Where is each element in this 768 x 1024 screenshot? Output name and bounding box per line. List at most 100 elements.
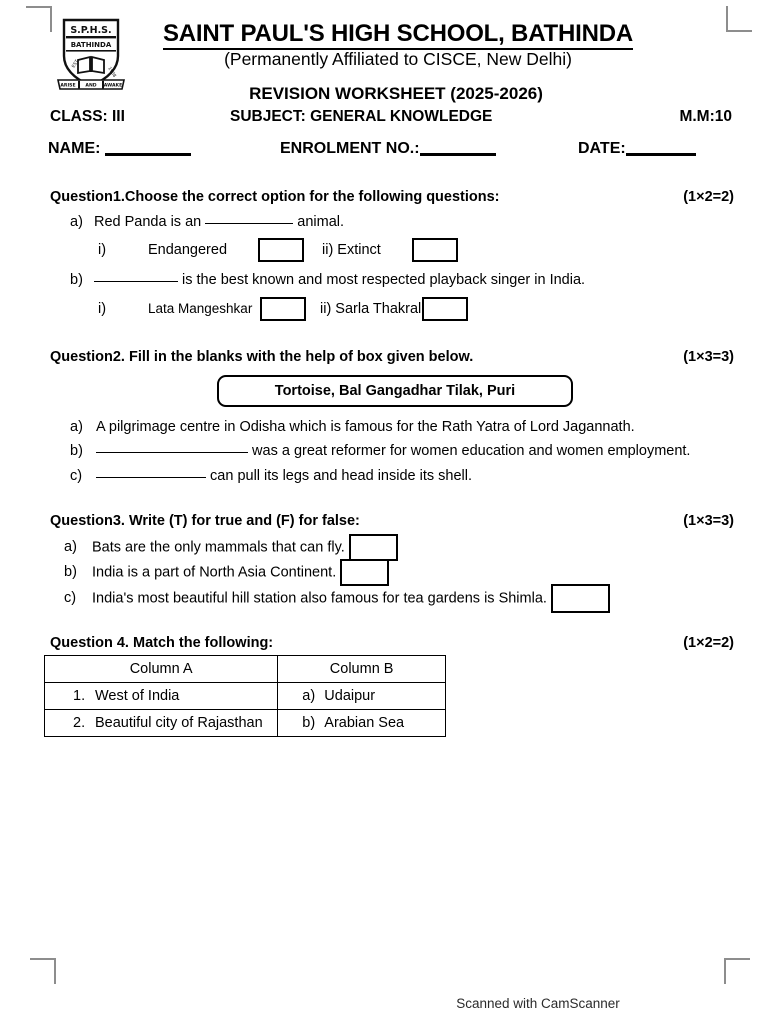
question-2-part-a-text: A pilgrimage centre in Odisha which is f… xyxy=(96,419,635,435)
question-1-option-ii-label: ii) Extinct xyxy=(322,241,381,258)
svg-text:1908: 1908 xyxy=(106,66,117,79)
question-1-option-i-label: Endangered xyxy=(148,241,228,258)
school-name-text: SAINT PAUL'S HIGH SCHOOL, BATHINDA xyxy=(162,20,633,50)
question-2-part-b-blank[interactable] xyxy=(96,452,248,453)
class-label: CLASS: III xyxy=(50,108,125,125)
name-field-label: NAME: xyxy=(48,140,101,157)
column-b-cell-2-tag: b) xyxy=(302,715,316,731)
question-1-option-i-tag: i) xyxy=(98,241,107,258)
svg-text:S.P.H.S.: S.P.H.S. xyxy=(70,25,111,36)
enrolment-field-blank[interactable] xyxy=(419,153,496,156)
svg-text:AWAKE: AWAKE xyxy=(104,82,122,88)
question-2-part-b: b) was a great reformer for women educat… xyxy=(70,443,690,459)
question-3-part-a: a) Bats are the only mammals that can fly… xyxy=(64,534,398,561)
date-field[interactable]: DATE: xyxy=(578,140,696,158)
subject-label: SUBJECT: GENERAL KNOWLEDGE xyxy=(230,108,493,125)
student-fields-row: NAME: ENROLMENT NO.: DATE: xyxy=(48,140,732,164)
enrolment-field-label: ENROLMENT NO.: xyxy=(280,140,420,157)
svg-text:ARISE: ARISE xyxy=(60,82,75,88)
column-b-cell-1-text: Udaipur xyxy=(324,688,376,704)
scan-corner-mark-top-right xyxy=(726,6,752,32)
question-2-part-c-blank[interactable] xyxy=(96,477,206,478)
svg-text:AND: AND xyxy=(85,82,96,88)
question-1-heading: Question1.Choose the correct option for … xyxy=(50,189,500,205)
name-field-blank[interactable] xyxy=(104,153,191,156)
question-1-part-b-options: i) Lata Mangeshkar ii) Sarla Thakral xyxy=(98,297,468,321)
question-1-part-a-blank[interactable] xyxy=(205,223,294,224)
question-3-part-a-text: Bats are the only mammals that can fly. xyxy=(92,539,345,556)
camscanner-watermark: Scanned with CamScanner xyxy=(456,996,620,1011)
school-name-heading: SAINT PAUL'S HIGH SCHOOL, BATHINDA xyxy=(0,20,768,50)
question-2-part-c: c) can pull its legs and head inside its… xyxy=(70,468,472,484)
scan-corner-mark-bottom-left xyxy=(30,958,56,984)
svg-text:EST.: EST. xyxy=(71,58,81,69)
date-field-blank[interactable] xyxy=(625,153,696,156)
table-row: 2. Beautiful city of Rajasthan b) Arabian … xyxy=(43,709,446,737)
name-field[interactable]: NAME: xyxy=(48,140,191,158)
question-2-part-c-text: can pull its legs and head inside its sh… xyxy=(210,468,472,484)
question-1-option-i-checkbox[interactable] xyxy=(258,238,304,262)
question-1-part-b-tag: b) xyxy=(70,272,83,288)
question-3-part-a-tag: a) xyxy=(64,539,77,556)
question-1-part-a-text-before: Red Panda is an xyxy=(94,214,202,230)
question-1-option-ii-checkbox[interactable] xyxy=(412,238,458,262)
column-b-cell-1-tag: a) xyxy=(302,688,316,704)
question-3-heading: Question3. Write (T) for true and (F) fo… xyxy=(50,513,360,529)
question-3-part-c-text: India's most beautiful hill station also… xyxy=(92,590,547,607)
column-a-cell-1: 1. West of India xyxy=(43,682,279,710)
question-1-part-b-option-ii-label: ii) Sarla Thakral xyxy=(320,300,422,317)
question-2-part-a: a) A pilgrimage centre in Odisha which is… xyxy=(70,419,635,435)
question-3-marks: (1×3=3) xyxy=(683,513,734,529)
column-b-cell-2-text: Arabian Sea xyxy=(324,715,405,731)
question-3-part-b-tag: b) xyxy=(64,564,77,581)
question-1-part-a-options: i) Endangered ii) Extinct xyxy=(98,238,458,262)
school-crest-logo: S.P.H.S. BATHINDA EST. 1908 ARISE AND AW… xyxy=(52,16,130,92)
question-1-part-a-text-after: animal. xyxy=(297,214,345,230)
match-the-following-table: Column A Column B 1. West of India a) Udai… xyxy=(43,655,446,737)
column-a-cell-2-text: Beautiful city of Rajasthan xyxy=(95,715,263,731)
scan-corner-mark-top-left xyxy=(26,6,52,32)
column-b-header: Column B xyxy=(277,655,446,683)
question-3-part-b: b) India is a part of North Asia Continen… xyxy=(64,559,390,586)
question-1-part-b-option-ii-checkbox[interactable] xyxy=(422,297,468,321)
question-1-part-b-option-i-checkbox[interactable] xyxy=(260,297,306,321)
column-a-cell-2-number: 2. xyxy=(73,715,86,731)
question-3-part-c-tag: c) xyxy=(64,590,77,607)
question-3-part-c: c) India's most beautiful hill station al… xyxy=(64,584,610,613)
question-1-part-b-blank[interactable] xyxy=(94,281,178,282)
column-a-header: Column A xyxy=(43,655,279,683)
column-a-cell-1-number: 1. xyxy=(73,688,86,704)
question-2-word-box: Tortoise, Bal Gangadhar Tilak, Puri xyxy=(217,375,573,407)
column-a-cell-2: 2. Beautiful city of Rajasthan xyxy=(43,709,279,737)
question-3-part-b-text: India is a part of North Asia Continent. xyxy=(92,564,337,581)
date-field-label: DATE: xyxy=(578,140,626,157)
question-3-part-c-answer-box[interactable] xyxy=(550,584,610,613)
question-1-part-b: b) is the best known and most respected … xyxy=(70,272,585,288)
enrolment-field[interactable]: ENROLMENT NO.: xyxy=(280,140,496,158)
question-2-part-c-tag: c) xyxy=(70,468,83,484)
question-2-marks: (1×3=3) xyxy=(683,349,734,365)
table-row: 1. West of India a) Udaipur xyxy=(43,682,446,710)
column-b-cell-2: b) Arabian Sea xyxy=(277,709,446,737)
question-1-part-a: a) Red Panda is an animal. xyxy=(70,214,344,230)
exam-meta-row: CLASS: III SUBJECT: GENERAL KNOWLEDGE M.… xyxy=(50,108,732,128)
question-1-part-b-option-i-label: Lata Mangeshkar xyxy=(148,300,253,316)
question-1-part-a-tag: a) xyxy=(70,214,83,230)
question-4-heading: Question 4. Match the following: xyxy=(50,635,274,651)
svg-text:BATHINDA: BATHINDA xyxy=(71,41,112,49)
question-3-part-b-answer-box[interactable] xyxy=(340,559,390,586)
table-header-row: Column A Column B xyxy=(43,655,446,683)
question-2-part-a-tag: a) xyxy=(70,419,83,435)
worksheet-title: REVISION WORKSHEET (2025-2026) xyxy=(249,84,543,103)
question-2-part-b-tag: b) xyxy=(70,443,83,459)
question-1-part-b-text-after: is the best known and most respected pla… xyxy=(182,272,586,288)
max-marks-label: M.M:10 xyxy=(679,108,732,125)
question-3-part-a-answer-box[interactable] xyxy=(348,534,398,561)
question-2-part-b-text: was a great reformer for women education… xyxy=(252,443,691,459)
question-1-marks: (1×2=2) xyxy=(683,189,734,205)
question-4-marks: (1×2=2) xyxy=(683,635,734,651)
column-b-cell-1: a) Udaipur xyxy=(277,682,446,710)
column-a-cell-1-text: West of India xyxy=(95,688,180,704)
question-1-part-b-option-i-tag: i) xyxy=(98,300,107,317)
scan-corner-mark-bottom-right xyxy=(724,958,750,984)
